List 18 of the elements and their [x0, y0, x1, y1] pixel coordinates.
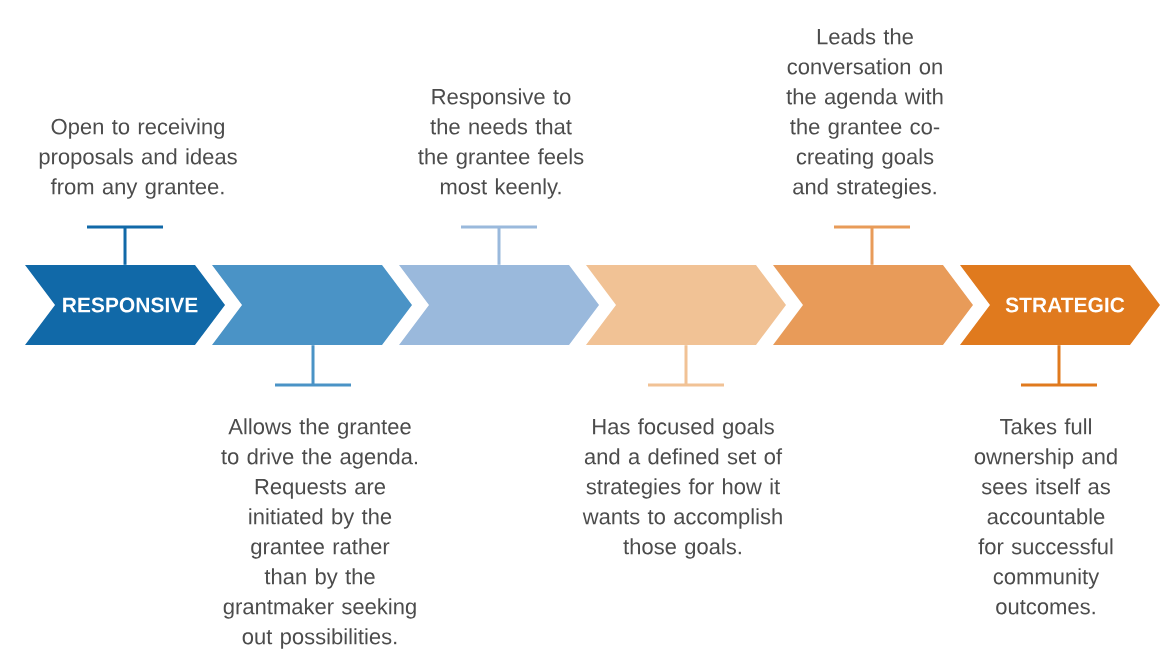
description-text: Allows the grantee to drive the agenda. Requests are initiated by the grantee rather than by the grantmaker seeking out possibilities.: [221, 418, 417, 649]
timeline-segment: [399, 265, 599, 345]
t-connector: [648, 345, 724, 387]
timeline-segment: [586, 265, 786, 345]
timeline-segment: RESPONSIVE: [25, 265, 225, 345]
timeline-segment: STRATEGIC: [960, 265, 1160, 345]
timeline-segment: [212, 265, 412, 345]
timeline-segment: [773, 265, 973, 345]
description-text: Responsive to the needs that the grantee feels most keenly.: [418, 88, 584, 199]
description-text: Takes full ownership and sees itself as accountable for successful community outcomes.: [974, 418, 1117, 615]
description-text: Has focused goals and a defined set of strategies for how it wants to accomplish those goals.: [582, 418, 783, 559]
t-connector: [834, 225, 910, 265]
t-connector: [461, 225, 537, 265]
description-text: Open to receiving proposals and ideas from any grantee.: [39, 118, 237, 199]
t-connector: [1021, 345, 1097, 387]
t-connector: [87, 225, 163, 265]
description-text: Leads the conversation on the agenda with the grantee co-creating goals and strategies.: [786, 28, 943, 199]
t-connector: [275, 345, 351, 387]
